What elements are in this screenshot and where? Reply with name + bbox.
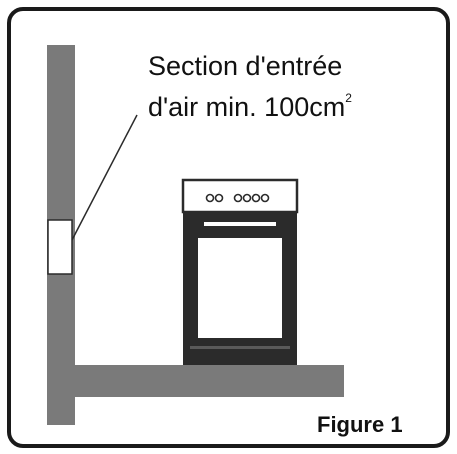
annotation-line-2: d'air min. 100cm2 [148,91,352,122]
knob-5 [251,193,261,203]
oven-window [198,238,282,338]
annotation-leader-line [71,114,138,241]
knob-3 [233,193,243,203]
annotation-line-1: Section d'entrée [148,51,342,81]
stove-knobs [205,193,270,203]
stove [181,178,299,365]
knob-4 [242,193,252,203]
knob-6 [260,193,270,203]
oven-handle [204,222,276,226]
air-inlet-vent [47,219,73,275]
floor [47,365,344,397]
annotation-line-2-text: d'air min. 100cm [148,92,345,122]
annotation-superscript: 2 [345,91,352,105]
knob-2 [214,193,224,203]
figure-label: Figure 1 [317,412,403,437]
oven-drawer-line [190,346,290,349]
knob-1 [205,193,215,203]
